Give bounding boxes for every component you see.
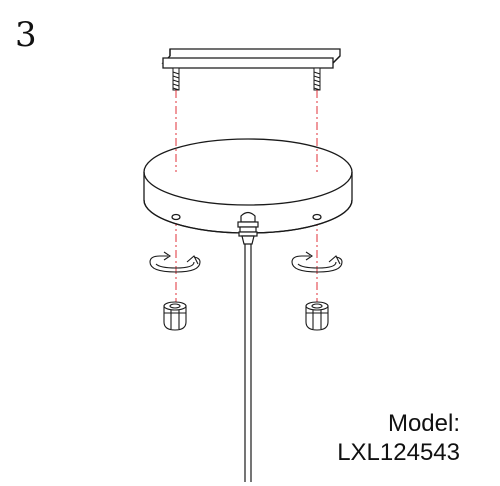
- right-screw: [313, 67, 321, 91]
- rotation-arrow-icon: [291, 251, 343, 273]
- model-heading: Model:: [387, 410, 460, 437]
- mounting-bracket: [161, 48, 341, 69]
- right-cap-nut: [305, 301, 329, 331]
- cord-grip: [237, 211, 259, 245]
- model-label: Model: LXL124543: [337, 410, 460, 468]
- step-number: 3: [15, 15, 37, 55]
- pendant-cord: [244, 244, 252, 482]
- left-screw: [172, 67, 180, 91]
- canopy: [143, 138, 353, 234]
- rotation-arrow-icon: [149, 251, 201, 273]
- left-cap-nut: [163, 301, 187, 331]
- model-code: LXL124543: [337, 438, 460, 466]
